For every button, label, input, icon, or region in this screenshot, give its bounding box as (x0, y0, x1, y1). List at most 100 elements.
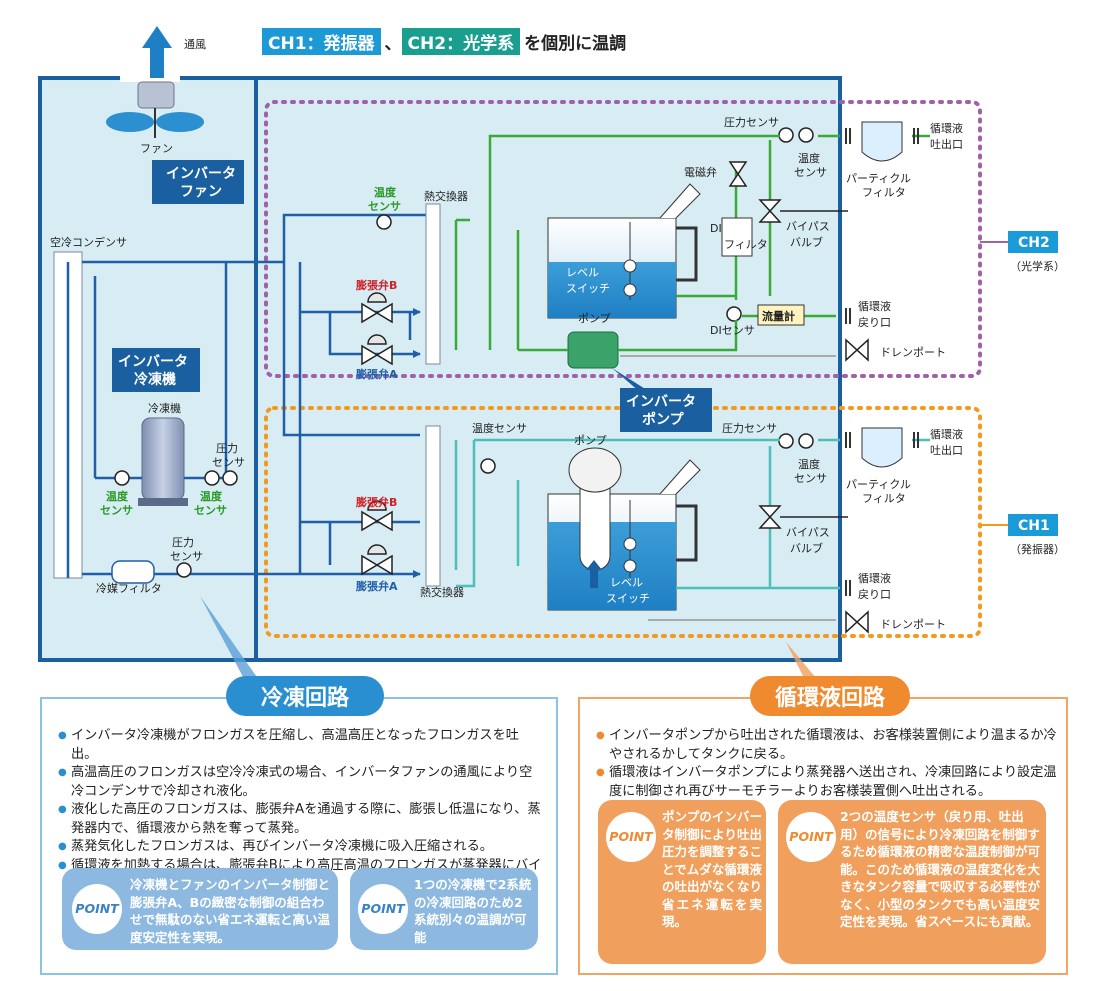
pressure-sensor-bottom-2: センサ (170, 550, 203, 563)
air-condenser-label: 空冷コンデンサ (50, 235, 127, 249)
sensor-icon (114, 127, 814, 578)
exp-valve-b-ch2: 膨張弁B (355, 278, 397, 292)
list-item: 液化した高圧のフロンガスは、膨張弁Aを通過する際に、膨張し低温になり、蒸発器内で… (58, 801, 544, 838)
point-badge: POINT (358, 884, 408, 934)
level-switch-ch2-1: レベル (566, 266, 599, 279)
pressure-sensor-bottom-1: 圧力 (172, 536, 194, 549)
list-item: 循環液はインバータポンプにより蒸発器へ送出され、冷凍回路により設定温度に制御され… (596, 764, 1058, 801)
exp-valve-b-ch1: 膨張弁B (355, 495, 397, 509)
flow-meter-label: 流量計 (762, 309, 795, 323)
fan-icon (106, 81, 204, 138)
fluid-title: 循環液回路 (750, 676, 910, 716)
flow-meter-icon (757, 304, 805, 326)
list-item: インバータポンプから吐出された循環液は、お客様装置側により温まるか冷やされるかし… (596, 727, 1058, 764)
return-ch2-1: 循環液 (858, 299, 891, 313)
fluid-bullets: インバータポンプから吐出された循環液は、お客様装置側により温まるか冷やされるかし… (596, 727, 1058, 801)
di-filter-icon (721, 217, 753, 257)
temp-sensor-ch2-right-2: センサ (794, 166, 827, 179)
pressure-sensor-left-1: 圧力 (216, 442, 238, 455)
inverter-fan-1: インバータ (166, 166, 236, 182)
ch1-label-box (1008, 514, 1058, 536)
point-badge: POINT (606, 812, 656, 862)
heat-exchanger-ch2 (425, 203, 441, 365)
bypass-ch1-1: バイパス (786, 526, 830, 539)
inverter-fan-box (152, 160, 244, 204)
pressure-sensor-ch1-label: 圧力センサ (722, 422, 777, 435)
temp-sensor-green-1: 温度 (374, 185, 397, 199)
header-suffix: を個別に温調 (524, 33, 627, 54)
return-ch1-1: 循環液 (858, 571, 891, 585)
point-text-1: 冷凍機とファンのインバータ制御と膨張弁A、Bの緻密な制御の組合わせで無駄のない省… (130, 877, 331, 945)
airflow-arrow-icon (142, 26, 172, 78)
ch2-header-tag: CH2：光学系 (401, 27, 521, 55)
inverter-fan-2: ファン (180, 184, 222, 200)
level-switch-ch1-2: スイッチ (606, 592, 650, 605)
point-text-3: ポンプのインバータ制御により吐出圧力を調整することでムダな循環液の吐出がなくなり… (662, 809, 763, 929)
inverter-refrig-1: インバータ (118, 354, 188, 370)
exp-valve-a-ch1: 膨張弁A (355, 579, 398, 593)
system-diagram: 通風 ファン 空冷コンデンサ 冷凍機 冷媒フィルタ 熱交換器 熱交換器 温度セン… (38, 26, 1065, 680)
point-text-2: 1つの冷凍機で2系統の冷凍回路のため2系統別々の温調が可能 (414, 877, 532, 945)
header-separator: 、 (384, 33, 402, 54)
solenoid-valve-label: 電磁弁 (684, 165, 717, 179)
ch1-header-tag: CH1：発振器 (262, 27, 381, 55)
di-filter-1: DI (710, 222, 722, 235)
heat-exchanger-ch1 (425, 425, 441, 587)
point-card-3: POINT ポンプのインバータ制御により吐出圧力を調整することでムダな循環液の吐… (598, 800, 766, 964)
list-item: インバータ冷凍機がフロンガスを圧縮し、高温高圧となったフロンガスを吐出。 (58, 727, 544, 764)
outlet-ch2-1: 循環液 (930, 121, 963, 135)
bypass-ch1-2: バルブ (790, 541, 823, 555)
flow-up-icon (586, 560, 602, 588)
ch1-sub-label: （発振器） (1010, 542, 1065, 556)
temp-sensor-left-1: 温度 (106, 489, 129, 503)
di-filter-2: フィルタ (724, 238, 768, 251)
bypass-ch2-1: バイパス (786, 220, 830, 233)
particle-filter-ch2-icon (861, 121, 903, 162)
inverter-pump-2: ポンプ (642, 411, 685, 428)
temp-sensor-mid-2: センサ (194, 504, 227, 517)
page-header: CH1：発振器 、 CH2：光学系 を個別に温調 (262, 27, 627, 55)
refrig-filter-label: 冷媒フィルタ (96, 582, 162, 595)
temp-sensor-green-2: センサ (368, 200, 401, 213)
airflow-label: 通風 (184, 38, 206, 51)
drain-port-ch1-label: ドレンポート (880, 618, 946, 631)
point-text-4: 2つの温度センサ（戻り用、吐出用）の信号により冷凍回路を制御するため循環液の精密… (840, 809, 1041, 929)
drain-port-ch2-label: ドレンポート (880, 346, 946, 359)
refrigeration-title: 冷凍回路 (226, 676, 384, 716)
pump-ch2-label: ポンプ (578, 312, 611, 325)
point-card-1: POINT 冷凍機とファンのインバータ制御と膨張弁A、Bの緻密な制御の組合わせで… (62, 868, 338, 950)
return-ch1-2: 戻り口 (858, 588, 891, 601)
refrigerator-label: 冷凍機 (148, 401, 181, 415)
pump-ch1-label: ポンプ (574, 434, 607, 447)
particle-filter-ch1-icon (861, 427, 903, 468)
point-badge: POINT (786, 812, 836, 862)
ch2-label-box (1008, 231, 1058, 253)
point-card-2: POINT 1つの冷凍機で2系統の冷凍回路のため2系統別々の温調が可能 (350, 868, 538, 950)
heat-exchanger-label-top: 熱交換器 (424, 189, 468, 203)
temp-sensor-ch1-right-1: 温度 (798, 457, 820, 471)
level-switch-ch1-1: レベル (610, 576, 643, 589)
point-card-4: POINT 2つの温度センサ（戻り用、吐出用）の信号により冷凍回路を制御するため… (778, 800, 1046, 964)
inverter-pump-1: インバータ (626, 394, 696, 410)
point-badge: POINT (72, 884, 122, 934)
inverter-refrig-2: 冷凍機 (134, 371, 176, 388)
outlet-ch2-2: 吐出口 (930, 137, 963, 151)
particle-ch2-2: フィルタ (862, 186, 906, 199)
pressure-sensor-ch2-label: 圧力センサ (724, 116, 779, 129)
list-item: 蒸発気化したフロンガスは、再びインバータ冷凍機に吸入圧縮される。 (58, 838, 544, 857)
inverter-refrigerator-box (112, 348, 200, 392)
refrigerant-filter-icon (111, 560, 155, 584)
outlet-ch1-2: 吐出口 (930, 443, 963, 457)
outlet-ch1-1: 循環液 (930, 427, 963, 441)
ch2-boundary (264, 100, 982, 378)
exp-valve-a-ch2: 膨張弁A (355, 367, 398, 381)
heat-exchanger-label-bottom: 熱交換器 (420, 585, 464, 599)
bypass-ch2-2: バルブ (790, 235, 823, 249)
ch1-label: CH1 (1018, 518, 1050, 534)
compressor-icon (141, 417, 185, 501)
temp-sensor-left-2: センサ (100, 504, 133, 517)
inverter-pump-box (620, 388, 712, 432)
temp-sensor-ch2-right-1: 温度 (798, 151, 820, 165)
fan-label: ファン (140, 142, 173, 155)
temp-sensor-inline-label: 温度センサ (472, 421, 527, 435)
